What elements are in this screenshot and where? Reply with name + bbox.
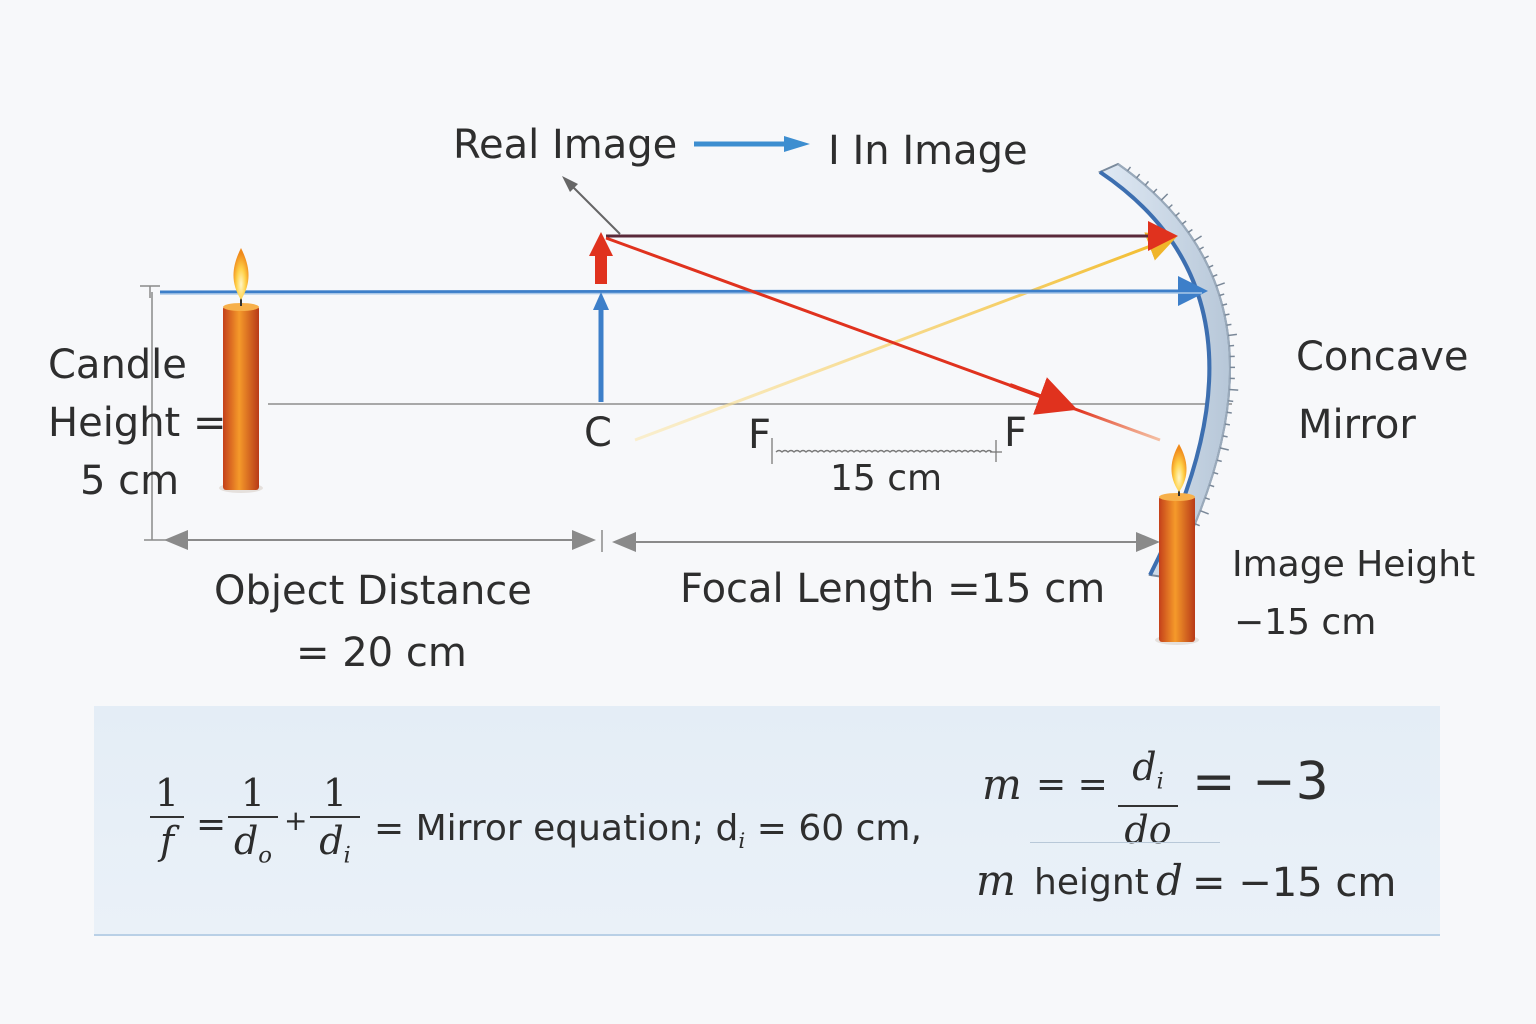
mirror-tick <box>1226 323 1232 326</box>
height-d: d <box>1156 856 1183 905</box>
plus-sign: + <box>284 804 308 837</box>
mirror-tick <box>1193 235 1202 242</box>
mirror-tick <box>1198 246 1204 251</box>
label-pointer <box>567 181 621 235</box>
mirror-tick <box>1215 282 1225 287</box>
mirror-tick <box>1135 173 1141 179</box>
mirror-tick <box>1226 411 1232 414</box>
mirror-tick <box>1199 510 1209 515</box>
height-result: = −15 cm <box>1192 860 1397 906</box>
mirror-tick <box>1219 293 1225 297</box>
focal-length-label: Focal Length =15 cm <box>680 566 1106 612</box>
object-distance-value: = 20 cm <box>296 630 467 676</box>
mirror-tick <box>1209 484 1215 488</box>
fraction-di-over-do: di do <box>1118 746 1178 851</box>
yellow-ray <box>634 232 1178 442</box>
mirror-tick <box>1227 333 1238 337</box>
mirror-tick <box>1160 193 1169 201</box>
mirror-tick <box>1203 255 1209 260</box>
mirror-tick <box>1187 228 1193 234</box>
image-candle <box>1155 444 1199 645</box>
equals-sign-1: = <box>196 804 227 845</box>
fraction-1-over-do: 1 do <box>228 772 278 877</box>
image-candle-flame <box>1171 444 1187 492</box>
mirror-tick <box>1222 303 1228 306</box>
mirror-tick <box>1181 220 1187 225</box>
real-image-label: Real Image <box>453 122 678 168</box>
mirror-equation-text: = Mirror equation; di = 60 cm, <box>374 808 922 855</box>
in-image-label: I In Image <box>828 128 1028 174</box>
point-f-left-label: F <box>748 412 772 458</box>
focal-gap-label: 15 cm <box>830 458 943 499</box>
blue-ray <box>159 276 1208 307</box>
point-c-label: C <box>584 410 612 456</box>
f-to-f-marker <box>771 438 1002 464</box>
mirror-tick <box>1168 204 1173 209</box>
red-ray <box>605 236 1161 442</box>
height-word: heignt <box>1034 862 1149 903</box>
mirror-tick <box>1224 313 1230 316</box>
object-distance-label: Object Distance <box>214 568 532 614</box>
mirror-tick <box>1152 188 1158 194</box>
concave-label-line1: Concave <box>1296 334 1469 380</box>
candle-height-label-line1: Candle <box>48 342 187 388</box>
mirror-tick <box>1229 388 1239 391</box>
mirror-tick <box>1194 523 1200 527</box>
magnification-equals: = = <box>1036 764 1108 805</box>
mirror-tick <box>1208 264 1214 269</box>
mirror-tick <box>1213 471 1219 475</box>
mirror-tick <box>1228 400 1234 403</box>
mirror-tick <box>1216 459 1222 463</box>
real-image-arrow <box>589 232 613 284</box>
candle-height-label-line2: Height = <box>48 400 227 446</box>
magnification-result: = −3 <box>1192 752 1329 812</box>
height-marker <box>140 285 160 540</box>
mirror-tick <box>1204 497 1211 501</box>
magnification-underline <box>1030 842 1220 843</box>
mirror-tick <box>1222 435 1228 438</box>
candle-flame <box>233 248 249 300</box>
equation-panel <box>94 706 1440 936</box>
mirror-tick <box>1126 166 1132 172</box>
candle-height-label-line3: 5 cm <box>80 458 180 504</box>
mirror-tick <box>1212 273 1218 278</box>
point-f-right-label: F <box>1004 410 1028 456</box>
mirror-tick <box>1224 423 1231 426</box>
image-height-label: Image Height <box>1232 544 1476 585</box>
object-candle <box>219 248 263 493</box>
height-m: m <box>976 856 1016 905</box>
label-connector-arrow <box>694 136 810 152</box>
mirror-tick <box>1219 447 1229 451</box>
fraction-1-over-di: 1 di <box>310 772 360 877</box>
magnification-m: m <box>982 760 1022 809</box>
fraction-1-over-f: 1 f <box>150 772 184 862</box>
image-height-value: −15 cm <box>1234 602 1377 643</box>
mirror-tick <box>1175 212 1180 217</box>
mirror-tick <box>1144 180 1150 186</box>
mirror-label-line2: Mirror <box>1298 402 1416 448</box>
